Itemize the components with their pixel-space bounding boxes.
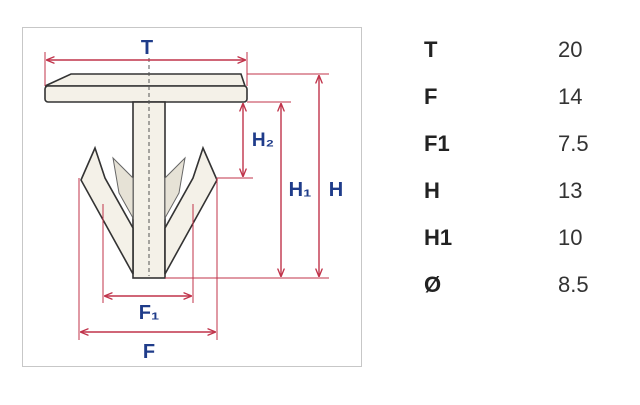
clip-drawing: T H₂ H₁ H F₁ F: [44, 37, 343, 363]
clip-head: [44, 73, 248, 103]
dim-label-h2: H₂: [252, 130, 274, 151]
extension-lines: [44, 52, 329, 340]
dimension-arrows: [47, 60, 319, 332]
spec-row-diameter: Ø 8.5: [418, 261, 618, 308]
dim-label-h: H: [329, 179, 343, 201]
spec-row-f: F 14: [418, 73, 618, 120]
spec-label: Ø: [424, 271, 442, 297]
spec-table: T 20 F 14 F1 7.5 H 13 H1 10 Ø 8.5: [418, 26, 618, 308]
spec-label: H1: [424, 224, 453, 250]
spec-row-f1: F1 7.5: [418, 120, 618, 167]
spec-row-h: H 13: [418, 167, 618, 214]
spec-label: F1: [424, 130, 450, 156]
clip-stem: [132, 58, 166, 279]
spec-row-h1: H1 10: [418, 214, 618, 261]
spec-label: H: [424, 177, 440, 203]
clip-diagram: T H₂ H₁ H F₁ F: [22, 27, 362, 367]
dim-label-f1: F₁: [139, 302, 160, 324]
dim-label-t: T: [141, 37, 153, 59]
spec-value: 13: [558, 177, 583, 203]
spec-value: 20: [558, 36, 583, 62]
spec-value: 7.5: [558, 130, 589, 156]
spec-row-t: T 20: [418, 26, 618, 73]
spec-value: 14: [558, 83, 583, 109]
spec-value: 8.5: [558, 271, 589, 297]
dim-label-f: F: [143, 341, 155, 363]
spec-label: F: [424, 83, 438, 109]
clip-barbs: [80, 145, 218, 275]
dim-label-h1: H₁: [289, 179, 312, 201]
spec-value: 10: [558, 224, 583, 250]
spec-label: T: [424, 36, 438, 62]
